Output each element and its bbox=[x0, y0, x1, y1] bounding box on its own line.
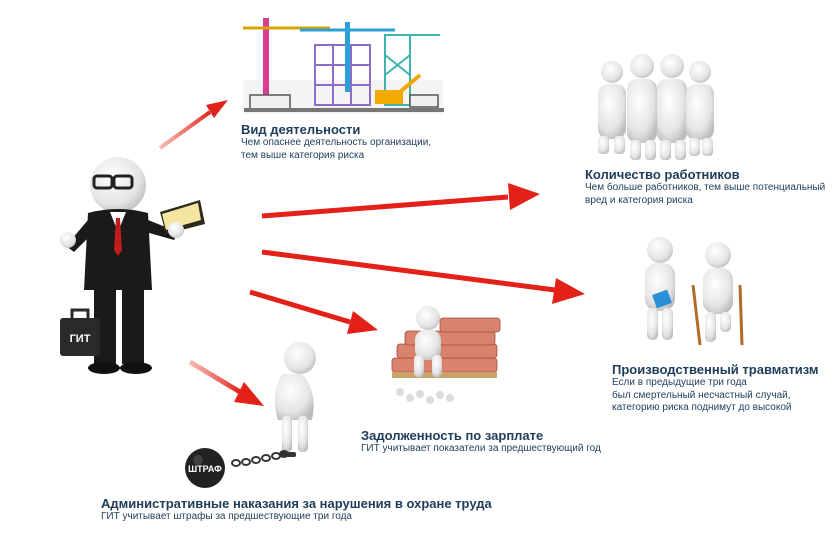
factor-desc-line: ГИТ учитывает штрафы за предшествующие т… bbox=[101, 511, 352, 522]
arrow-to-injuries bbox=[261, 249, 585, 304]
factor-desc-line: тем выше категория риска bbox=[241, 149, 365, 161]
factor-injuries: Производственный травматизм Если в преды… bbox=[612, 362, 819, 415]
factor-title: Вид деятельности bbox=[241, 122, 361, 137]
factor-activity: Вид деятельности Чем опаснее деятельност… bbox=[241, 122, 431, 162]
arrow-to-salary bbox=[249, 289, 378, 334]
factor-desc-line: Чем опаснее деятельность организации, bbox=[241, 137, 432, 148]
factor-title: Количество работников bbox=[585, 167, 740, 182]
arrow-to-activity bbox=[158, 100, 228, 150]
factor-desc-line: был смертельный несчастный случай, bbox=[612, 389, 791, 401]
factor-desc-line: Чем больше работников, тем выше потенциа… bbox=[585, 182, 826, 193]
injured-workers-image bbox=[645, 237, 744, 346]
factor-workers: Количество работников Чем больше работни… bbox=[585, 167, 825, 207]
group-of-workers-image bbox=[598, 54, 714, 160]
factor-desc-line: ГИТ учитывает показатели за предшествующ… bbox=[361, 443, 601, 454]
factor-desc-line: категорию риска поднимут до высокой bbox=[612, 402, 792, 413]
fined-worker-figure bbox=[185, 342, 316, 488]
factor-title: Административные наказания за нарушения … bbox=[101, 496, 492, 511]
construction-site-image bbox=[243, 18, 444, 114]
factor-title: Задолженность по зарплате bbox=[361, 428, 544, 443]
briefcase-label: ГИТ bbox=[70, 333, 91, 345]
money-pile-image bbox=[391, 306, 501, 404]
factor-desc-line: вред и категория риска bbox=[585, 194, 693, 206]
factor-penalties: Административные наказания за нарушения … bbox=[101, 496, 492, 524]
labor-inspector-figure bbox=[60, 157, 205, 374]
factor-salary: Задолженность по зарплате ГИТ учитывает … bbox=[361, 428, 601, 456]
factor-title: Производственный травматизм bbox=[612, 362, 819, 377]
fine-ball-label: ШТРАФ bbox=[188, 464, 222, 474]
arrow-to-workers bbox=[261, 183, 540, 219]
factor-desc-line: Если в предыдущие три года bbox=[612, 377, 747, 388]
arrow-to-penalties bbox=[188, 359, 264, 406]
arrows bbox=[158, 100, 585, 406]
